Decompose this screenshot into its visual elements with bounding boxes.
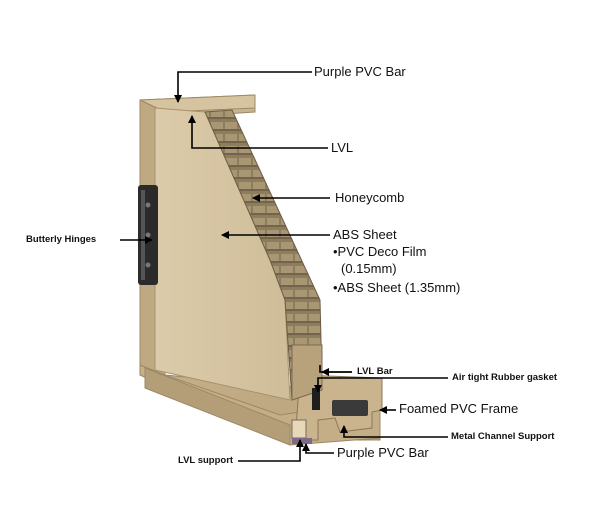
label-lvl-bar: LVL Bar	[357, 366, 393, 377]
label-abs-sheet: ABS Sheet	[333, 227, 397, 242]
label-abs-sheet-thickness: •ABS Sheet (1.35mm)	[333, 280, 461, 295]
purple-pvc-bar-bottom-block	[292, 438, 312, 444]
bottom-frame-front	[144, 367, 291, 446]
label-purple-pvc-bar-bottom: Purple PVC Bar	[337, 445, 429, 460]
leader-lvl-support	[238, 439, 304, 462]
label-pvc-deco-film-thickness: (0.15mm)	[341, 261, 397, 276]
label-rubber-gasket: Air tight Rubber gasket	[452, 372, 558, 383]
label-lvl: LVL	[331, 140, 354, 155]
label-metal-channel-support: Metal Channel Support	[451, 431, 555, 442]
label-butterfly-hinges: Butterly Hinges	[26, 234, 97, 245]
leader-purple-pvc-bar-bottom	[302, 443, 334, 454]
label-foamed-pvc-frame: Foamed PVC Frame	[399, 401, 519, 416]
leader-metal-channel-support	[340, 425, 448, 438]
rubber-gasket	[312, 388, 320, 410]
leader-rubber-gasket	[314, 377, 448, 393]
label-purple-pvc-bar-top: Purple PVC Bar	[314, 64, 406, 79]
lvl-support-block	[291, 419, 307, 439]
leader-lvl	[188, 115, 328, 149]
leader-lvl-bar	[319, 365, 352, 373]
label-honeycomb: Honeycomb	[335, 190, 405, 205]
metal-channel-slot	[332, 400, 368, 416]
leader-purple-pvc-bar-top	[174, 71, 312, 103]
label-pvc-deco-film: •PVC Deco Film	[333, 244, 427, 259]
label-lvl-support: LVL support	[178, 455, 234, 466]
